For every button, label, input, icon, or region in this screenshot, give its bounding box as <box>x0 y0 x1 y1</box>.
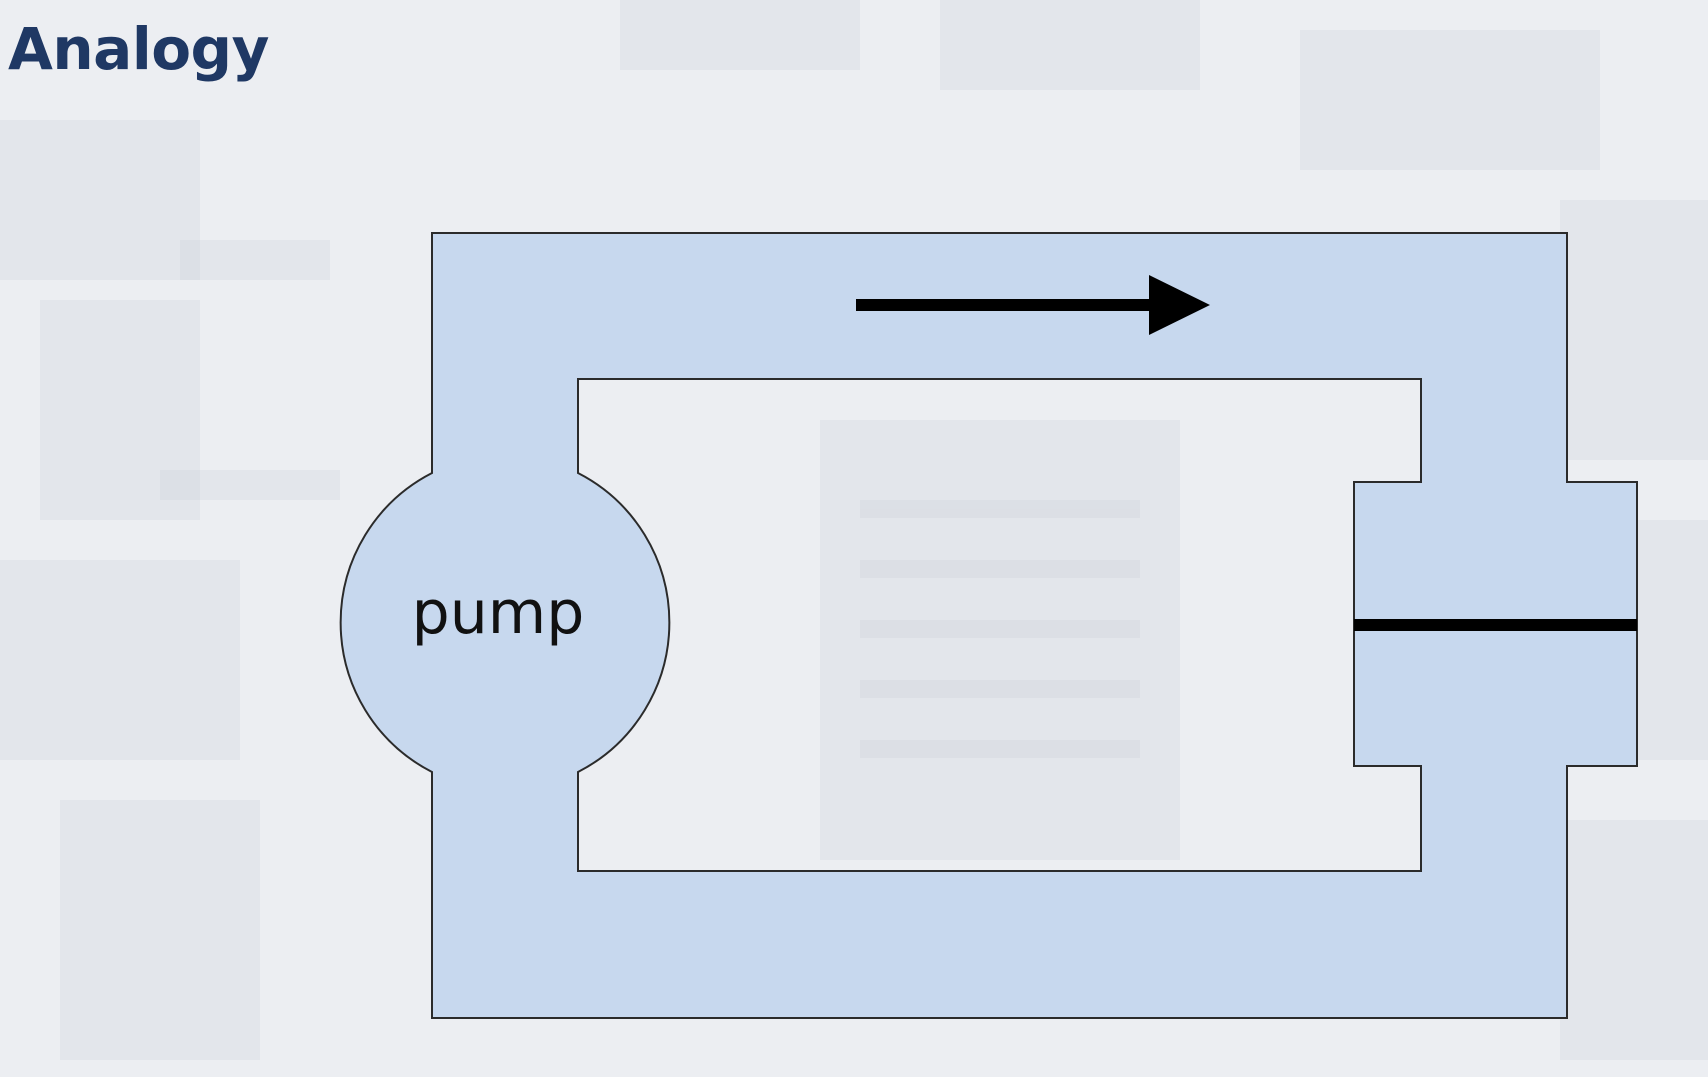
slide-title: Analogy <box>8 15 269 83</box>
pump-label: pump <box>412 578 585 648</box>
arrow-right-icon <box>856 275 1210 335</box>
